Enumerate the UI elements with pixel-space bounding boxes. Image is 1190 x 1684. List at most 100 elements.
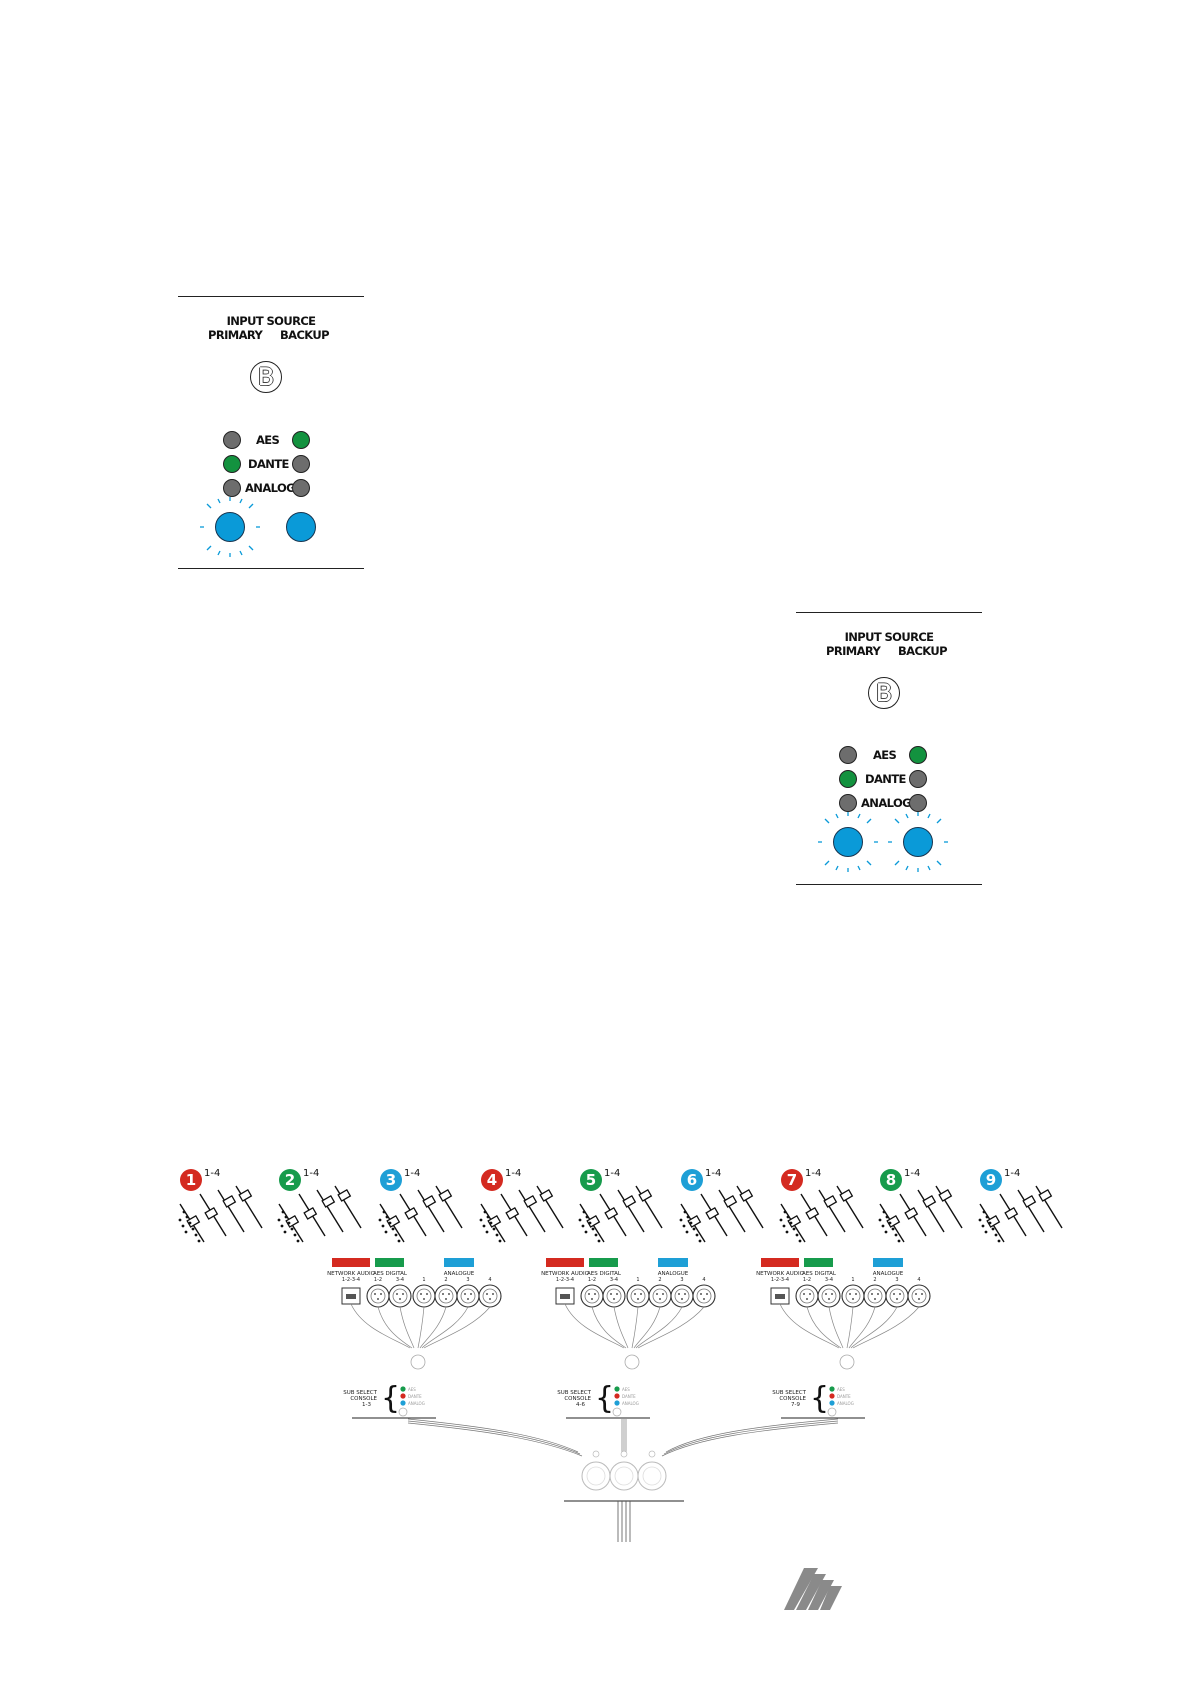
analog-ch-1: 1 — [422, 1277, 425, 1283]
dante-label: DANTE — [865, 772, 906, 786]
backup-select-button[interactable] — [286, 512, 316, 542]
panel-title: INPUT SOURCE — [226, 314, 316, 328]
analog-ch-2: 2 — [444, 1277, 447, 1283]
console-channels: 1-4 — [805, 1168, 821, 1179]
led-analog-text: ANALOG — [408, 1401, 425, 1406]
console-range: 7-9 — [791, 1402, 800, 1408]
panel-top-rule — [796, 612, 982, 613]
console-channels: 1-4 — [604, 1168, 620, 1179]
panel-top-rule — [178, 296, 364, 297]
console-number: 1 — [186, 1171, 196, 1189]
svg-text:{: { — [810, 1381, 829, 1416]
console-number: 9 — [986, 1171, 996, 1189]
backup-label: BACKUP — [280, 328, 330, 342]
aes-digital-label: AES DIGITAL — [587, 1271, 622, 1277]
brand-b-letter: B — [875, 679, 893, 707]
analog-ch-1: 1 — [636, 1277, 639, 1283]
console-channels: 1-4 — [204, 1168, 220, 1179]
cable-runs — [407, 1418, 839, 1457]
network-audio-label: NETWORK AUDIO — [327, 1271, 376, 1277]
console-word: CONSOLE — [564, 1396, 591, 1402]
led-aes-text: AES — [408, 1387, 416, 1392]
console-channels: 1-4 — [1004, 1168, 1020, 1179]
aes-digital-label: AES DIGITAL — [373, 1271, 408, 1277]
primary-select-button[interactable] — [215, 512, 245, 542]
led-dante-text: DANTE — [837, 1394, 851, 1399]
aes-backup-led — [292, 431, 310, 449]
primary-label: PRIMARY — [208, 328, 263, 342]
svg-text:{: { — [381, 1381, 400, 1416]
console-channels: 1-4 — [505, 1168, 521, 1179]
console-number: 3 — [386, 1171, 396, 1189]
input-block-3: NETWORK AUDIO 1-2-3-4 AES DIGITAL 1-2 3-… — [756, 1258, 931, 1419]
analog-ch-4: 4 — [488, 1277, 491, 1283]
sub-select-label: SUB SELECT — [343, 1390, 377, 1396]
console-channels: 1-4 — [904, 1168, 920, 1179]
analog-backup-led — [909, 794, 927, 812]
dante-backup-led — [909, 770, 927, 788]
aes-label: AES — [873, 748, 897, 762]
analog-primary-led — [223, 479, 241, 497]
input-source-panel-2: INPUT SOURCE PRIMARY BACKUP B AES DANTE … — [796, 612, 982, 885]
brand-stripes-logo — [784, 1568, 842, 1610]
aes-backup-led — [909, 746, 927, 764]
led-dante-text: DANTE — [622, 1394, 636, 1399]
backup-button-glow — [888, 812, 948, 872]
network-audio-label: NETWORK AUDIO — [756, 1271, 805, 1277]
backup-select-button[interactable] — [903, 827, 933, 857]
aes-channels-b: 3-4 — [825, 1277, 833, 1283]
analog-primary-led — [839, 794, 857, 812]
console-number: 8 — [886, 1171, 896, 1189]
aes-primary-led — [839, 746, 857, 764]
led-dante-text: DANTE — [408, 1394, 422, 1399]
analog-ch-3: 3 — [466, 1277, 469, 1283]
console-7: 7 1-4 — [778, 1168, 864, 1244]
console-3: 3 1-4 — [377, 1168, 463, 1244]
primary-button-glow — [200, 497, 260, 557]
console-6: 6 1-4 — [678, 1168, 764, 1244]
network-audio-channels: 1-2-3-4 — [342, 1277, 360, 1283]
console-routing-diagram: 1 1-4 2 1-4 3 1-4 4 1-4 5 1-4 — [178, 1168, 1063, 1542]
analogue-label: ANALOGUE — [873, 1271, 904, 1277]
analog-ch-4: 4 — [702, 1277, 705, 1283]
console-9: 9 1-4 — [977, 1168, 1063, 1244]
analog-label: ANALOG — [245, 481, 296, 495]
console-number: 2 — [285, 1171, 295, 1189]
backup-label: BACKUP — [898, 644, 948, 658]
console-8: 8 1-4 — [877, 1168, 963, 1244]
input-source-panel-1: INPUT SOURCE PRIMARY BACKUP B AES DANTE … — [178, 296, 364, 569]
brand-b-icon: B — [868, 677, 900, 709]
analog-ch-3: 3 — [680, 1277, 683, 1283]
primary-button-glow — [818, 812, 878, 872]
console-word: CONSOLE — [779, 1396, 806, 1402]
svg-text:{: { — [595, 1381, 614, 1416]
console-number: 5 — [586, 1171, 596, 1189]
console-4: 4 1-4 — [478, 1168, 564, 1244]
led-analog-text: ANALOG — [622, 1401, 639, 1406]
console-channels: 1-4 — [705, 1168, 721, 1179]
sub-select-label: SUB SELECT — [772, 1390, 806, 1396]
primary-select-button[interactable] — [833, 827, 863, 857]
brand-b-icon: B — [250, 361, 282, 393]
console-range: 1-3 — [362, 1402, 371, 1408]
dante-primary-led — [839, 770, 857, 788]
aes-primary-led — [223, 431, 241, 449]
central-hub — [564, 1450, 684, 1542]
network-audio-channels: 1-2-3-4 — [556, 1277, 574, 1283]
brand-b-letter: B — [257, 363, 275, 391]
panel-bottom-rule — [796, 884, 982, 885]
panel-bottom-rule — [178, 568, 364, 569]
network-audio-channels: 1-2-3-4 — [771, 1277, 789, 1283]
analog-ch-4: 4 — [917, 1277, 920, 1283]
console-range: 4-6 — [576, 1402, 585, 1408]
panel-title: INPUT SOURCE — [844, 630, 934, 644]
primary-label: PRIMARY — [826, 644, 881, 658]
console-2: 2 1-4 — [276, 1168, 362, 1244]
console-5: 5 1-4 — [577, 1168, 663, 1244]
sub-select-label: SUB SELECT — [557, 1390, 591, 1396]
aes-channels-a: 1-2 — [374, 1277, 382, 1283]
dante-label: DANTE — [248, 457, 289, 471]
dante-primary-led — [223, 455, 241, 473]
aes-channels-b: 3-4 — [396, 1277, 404, 1283]
analogue-label: ANALOGUE — [658, 1271, 689, 1277]
